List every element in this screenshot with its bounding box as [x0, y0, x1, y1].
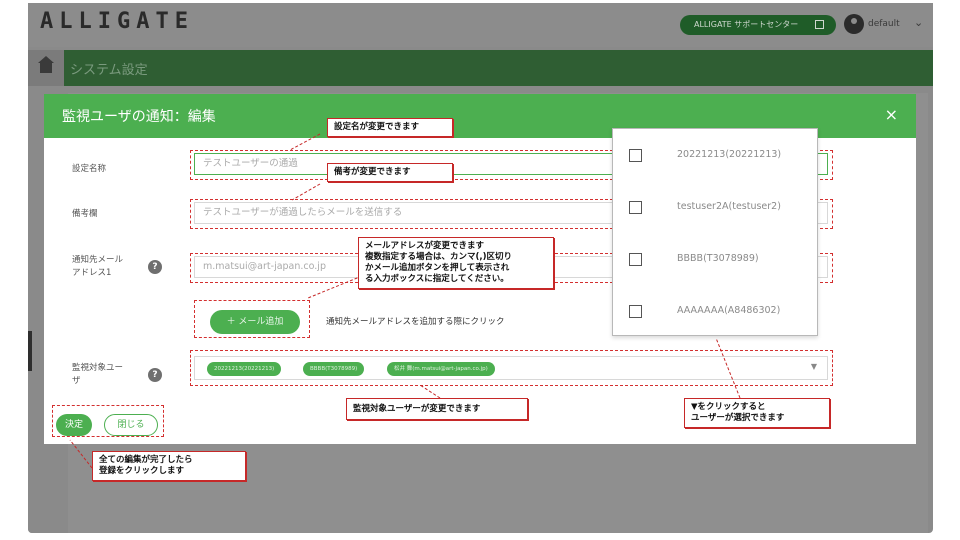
dropdown-option-label: BBBB(T3078989) [677, 253, 759, 264]
callout-text: ユーザーが選択できます [691, 413, 785, 423]
callout-register: 全ての編集が完了したら 登録をクリックします [92, 451, 246, 481]
highlight-target-users [190, 350, 833, 386]
checkbox[interactable] [629, 253, 642, 266]
target-users-label: 監視対象ユー ザ [72, 362, 123, 388]
callout-text: かメール追加ボタンを押して表示され [365, 263, 510, 273]
highlight-remarks [190, 199, 833, 229]
target-users-label-line2: ザ [72, 376, 81, 386]
page-title: システム設定 [70, 63, 148, 78]
callout-remarks: 備考が変更できます [327, 163, 453, 182]
email-value: m.matsui@art-japan.co.jp [203, 261, 326, 272]
callout-text: 全ての編集が完了したら [99, 455, 193, 465]
chevron-down-icon: ⌄ [914, 16, 924, 29]
callout-select: ▼をクリックすると ユーザーが選択できます [684, 398, 830, 428]
user-dropdown-list: 20221213(20221213) testuser2A(testuser2)… [612, 128, 818, 336]
checkbox[interactable] [629, 201, 642, 214]
user-avatar-icon [844, 14, 864, 34]
checkbox[interactable] [629, 149, 642, 162]
support-center-button[interactable]: ALLIGATE サポートセンター [680, 15, 836, 35]
callout-text: 備考が変更できます [334, 167, 411, 177]
callout-text: る入力ボックスに指定してください。 [365, 274, 509, 284]
callout-text: 監視対象ユーザーが変更できます [353, 404, 481, 414]
email-label: 通知先メール アドレス1 [72, 254, 123, 280]
dropdown-option-label: 20221213(20221213) [677, 149, 782, 160]
modal-title: 監視ユーザの通知：編集 [62, 109, 216, 125]
callout-text: 複数指定する場合は、カンマ(,)区切り [365, 252, 513, 262]
callout-text: 登録をクリックします [99, 466, 185, 476]
page-header-bar: システム設定 [28, 50, 933, 86]
user-chip[interactable]: 松井 舞(m.matsui@art-japan.co.jp) [387, 362, 495, 376]
home-button[interactable] [28, 50, 64, 86]
highlight-add-mail [194, 300, 310, 338]
remarks-label: 備考欄 [72, 209, 98, 219]
callout-text: ▼をクリックすると [691, 402, 766, 412]
callout-setting-name: 設定名が変更できます [327, 118, 453, 137]
top-header: ALLIGATE ALLIGATE サポートセンター default ⌄ [28, 3, 933, 47]
close-button[interactable]: 閉じる [104, 414, 158, 436]
target-users-label-line1: 監視対象ユー [72, 363, 124, 373]
user-chip[interactable]: BBBB(T3078989) [303, 362, 365, 376]
dropdown-caret-icon[interactable]: ▼ [810, 362, 817, 371]
home-icon [38, 56, 54, 73]
highlight-footer-buttons [52, 405, 164, 437]
email-help-icon[interactable]: ? [148, 260, 162, 274]
sidebar-active-marker [28, 331, 32, 371]
remarks-value: テストユーザーが通過したらメールを送信する [203, 207, 403, 218]
user-chip[interactable]: 20221213(20221213) [207, 362, 282, 376]
dropdown-option[interactable]: testuser2A(testuser2) [613, 181, 817, 233]
callout-email: メールアドレスが変更できます 複数指定する場合は、カンマ(,)区切り かメール追… [358, 237, 554, 289]
dropdown-option-label: AAAAAAA(A8486302) [677, 305, 781, 316]
setting-name-value: テストユーザーの通過 [203, 158, 298, 169]
email-label-line1: 通知先メール [72, 255, 124, 265]
highlight-setting-name [190, 150, 833, 180]
dropdown-option[interactable]: AAAAAAA(A8486302) [613, 285, 817, 337]
support-center-label: ALLIGATE サポートセンター [694, 20, 799, 29]
add-mail-button[interactable]: ＋ メール追加 [210, 310, 300, 334]
app-logo: ALLIGATE [40, 9, 194, 34]
dropdown-option[interactable]: BBBB(T3078989) [613, 233, 817, 285]
email-label-line2: アドレス1 [72, 268, 112, 278]
close-icon[interactable]: × [884, 105, 898, 124]
decide-button[interactable]: 決定 [56, 414, 92, 436]
target-users-help-icon[interactable]: ? [148, 368, 162, 382]
external-link-icon [815, 20, 824, 29]
user-name: default [868, 19, 900, 29]
checkbox[interactable] [629, 305, 642, 318]
setting-name-label: 設定名称 [72, 164, 107, 174]
callout-text: 設定名が変更できます [334, 122, 420, 132]
callout-text: メールアドレスが変更できます [365, 241, 485, 251]
dropdown-option-label: testuser2A(testuser2) [677, 201, 781, 212]
callout-target-users: 監視対象ユーザーが変更できます [346, 398, 528, 420]
add-mail-hint: 通知先メールアドレスを追加する際にクリック [326, 317, 505, 327]
dropdown-option[interactable]: 20221213(20221213) [613, 129, 817, 181]
